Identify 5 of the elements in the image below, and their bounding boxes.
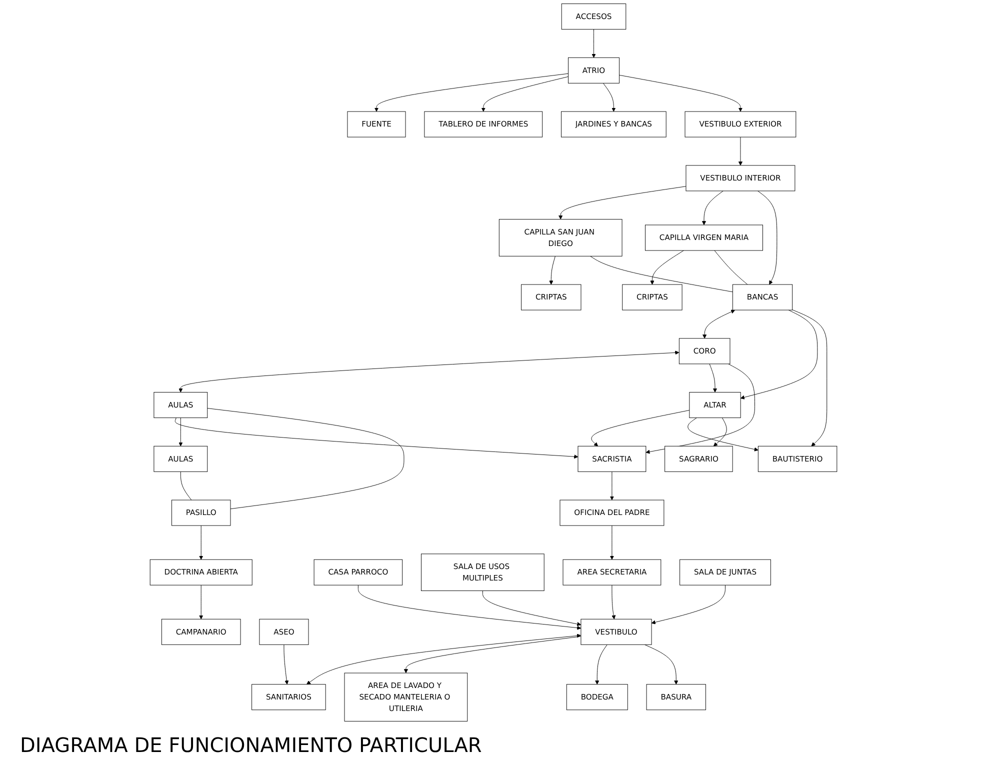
connector xyxy=(180,471,192,500)
diagram-caption: DIAGRAMA DE FUNCIONAMIENTO PARTICULAR xyxy=(20,733,482,757)
connector xyxy=(590,256,733,292)
connector xyxy=(207,408,404,510)
connector xyxy=(714,250,748,285)
